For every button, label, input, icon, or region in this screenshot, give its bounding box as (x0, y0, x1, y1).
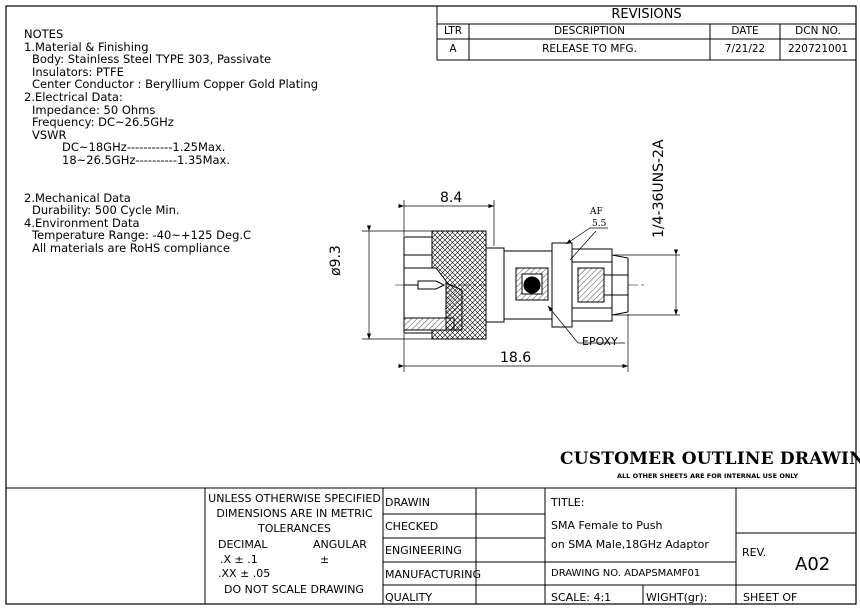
angular-label: ANGULAR (313, 538, 367, 551)
title-line-1: SMA Female to Push (551, 519, 663, 532)
dimension-diameter-label: ø9.3 (328, 245, 344, 276)
notes-line: VSWR (32, 127, 67, 142)
tolerance-line: UNLESS OTHERWISE SPECIFIED (208, 492, 381, 505)
rev-header-description: DESCRIPTION (553, 25, 626, 37)
decimal-x-tolerance: .X ± .1 (220, 553, 258, 566)
drawing-header-subtitle: ALL OTHER SHEETS ARE FOR INTERNAL USE ON… (617, 472, 799, 480)
notes-line: Body: Stainless Steel TYPE 303, Passivat… (32, 52, 272, 67)
dimension-lines (362, 200, 680, 372)
title-label: TITLE: (551, 496, 585, 509)
role-engineering: ENGINEERING (385, 544, 462, 557)
notes-line: Temperature Range: -40~+125 Deg.C (32, 228, 252, 243)
notes-line: 4.Environment Data (24, 215, 140, 230)
notes-line: Frequency: DC~26.5GHz (32, 115, 174, 130)
rev-header-ltr: LTR (443, 25, 463, 37)
dimension-length-label: 18.6 (500, 350, 532, 366)
af-value: 5.5 (592, 219, 607, 229)
title-block-lines (6, 487, 856, 604)
rev-label: REV. (742, 546, 767, 559)
notes-line: 1.Material & Finishing (24, 39, 149, 54)
rev-header-date: DATE (731, 25, 759, 37)
rev-row-dcn: 220721001 (787, 43, 849, 55)
tolerance-line: TOLERANCES (257, 522, 332, 535)
revisions-title: REVISIONS (611, 7, 682, 22)
notes-line: Center Conductor : Beryllium Copper Gold… (32, 77, 319, 92)
dimension-thread-label: 1/4-36UNS-2A (651, 139, 667, 238)
connector-outline (395, 230, 645, 340)
revisions-table-lines (436, 5, 857, 61)
role-checked: CHECKED (385, 520, 439, 533)
rev-row-ltr: A (449, 43, 457, 55)
epoxy-label: EPOXY (582, 335, 618, 348)
sheet-label: SHEET OF (743, 591, 798, 604)
role-drawn: DRAWIN (385, 496, 430, 509)
decimal-xx-tolerance: .XX ± .05 (218, 567, 271, 580)
rev-row-date: 7/21/22 (724, 43, 766, 55)
rev-header-dcn: DCN NO. (795, 25, 841, 37)
do-not-scale-note: DO NOT SCALE DRAWING (224, 583, 364, 596)
title-line-2: on SMA Male,18GHz Adaptor (551, 538, 709, 551)
decimal-label: DECIMAL (218, 538, 268, 551)
notes-line: Impedance: 50 Ohms (32, 102, 156, 117)
rev-row-description: RELEASE TO MFG. (542, 43, 637, 55)
role-quality: QUALITY (385, 591, 433, 604)
notes-block: NOTES 1.Material & Finishing Body: Stain… (24, 28, 318, 255)
notes-line: All materials are RoHS compliance (32, 240, 230, 255)
tolerance-line: DIMENSIONS ARE IN METRIC (216, 507, 373, 520)
dimension-width-label: 8.4 (440, 190, 463, 206)
tolerance-notes: UNLESS OTHERWISE SPECIFIED DIMENSIONS AR… (207, 491, 382, 536)
notes-line: 18~26.5GHz----------1.35Max. (62, 152, 231, 167)
rev-value: A02 (795, 554, 831, 575)
notes-line: Insulators: PTFE (32, 64, 124, 79)
drawing-number: DRAWING NO. ADAPSMAMF01 (551, 568, 701, 579)
role-manufacturing: MANUFACTURING (385, 568, 482, 581)
notes-title: NOTES (24, 27, 64, 41)
weight-label: WIGHT(gr): (646, 591, 708, 604)
drawing-header-title: CUSTOMER OUTLINE DRAWING (560, 449, 860, 469)
sheet-border (5, 5, 857, 605)
angular-tolerance: ± (320, 553, 330, 566)
af-label: AF (590, 207, 603, 217)
notes-line: DC~18GHz-----------1.25Max. (62, 140, 226, 155)
notes-line: Durability: 500 Cycle Min. (32, 203, 180, 218)
notes-line: 2.Mechanical Data (24, 190, 131, 205)
notes-line: 2.Electrical Data: (24, 89, 123, 104)
scale-value: SCALE: 4:1 (551, 591, 612, 604)
